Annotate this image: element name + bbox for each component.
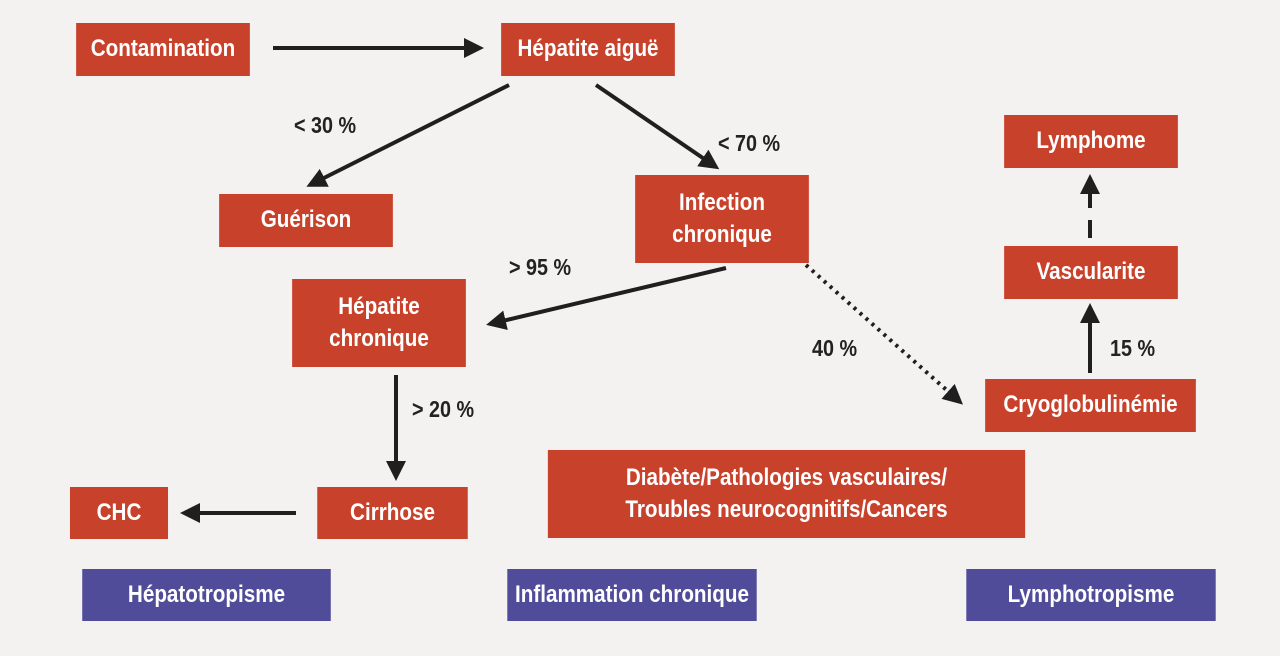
category-hepatotropisme: Hépatotropisme	[82, 569, 331, 621]
node-contamination: Contamination	[76, 23, 250, 76]
arrow-hepatite-aigue-infection	[594, 83, 720, 170]
node-cryoglobulinemie: Cryoglobulinémie	[985, 379, 1196, 432]
arrow-hepatite-aigue-guerison	[306, 83, 510, 187]
node-cirrhose: Cirrhose	[317, 487, 468, 539]
edge-label-infection: < 70 %	[718, 130, 781, 156]
edge-label-hepatite-chronique: > 95 %	[509, 254, 572, 280]
node-diabete-pathologies: Diabète/Pathologies vasculaires/ Trouble…	[547, 450, 1026, 538]
category-inflammation-chronique: Inflammation chronique	[507, 569, 757, 621]
node-hepatite-chronique: Hépatite chronique	[292, 279, 466, 367]
node-hepatite-aigue: Hépatite aiguë	[501, 23, 675, 76]
node-guerison: Guérison	[219, 194, 393, 247]
node-vascularite: Vascularite	[1004, 246, 1178, 299]
node-chc: CHC	[69, 487, 169, 539]
node-lymphome: Lymphome	[1004, 115, 1178, 168]
category-lymphotropisme: Lymphotropisme	[966, 569, 1216, 621]
arrow-infection-cryoglobulinemie	[804, 263, 963, 405]
edge-label-cirrhose: > 20 %	[412, 396, 475, 422]
edge-label-guerison: < 30 %	[294, 112, 357, 138]
edge-label-vascularite: 15 %	[1110, 335, 1156, 361]
edge-label-cryoglobulinemie: 40 %	[812, 335, 858, 361]
node-infection-chronique: Infection chronique	[635, 175, 809, 263]
arrow-infection-hepatite-chronique	[486, 266, 727, 331]
